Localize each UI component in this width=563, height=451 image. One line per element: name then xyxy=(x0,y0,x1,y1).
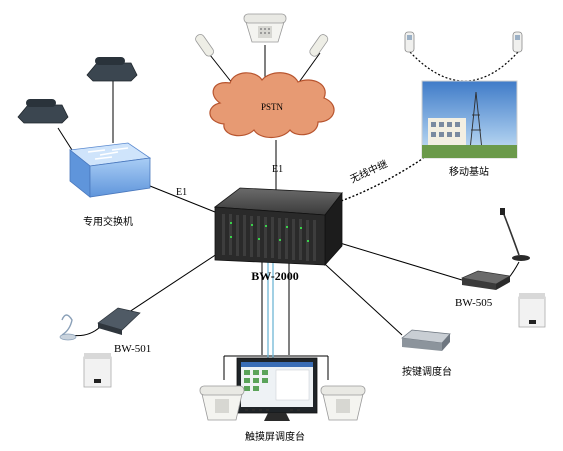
link-mic-bw501 xyxy=(69,326,101,337)
bw505-device: BW-505 xyxy=(455,270,512,309)
pstn-cloud: PSTN xyxy=(209,72,335,139)
touch-console-phone-right xyxy=(320,385,366,421)
fiber-links xyxy=(267,262,274,358)
bw2000-label: BW-2000 xyxy=(251,269,299,283)
touch-screen-monitor: 触摸屏调度台 xyxy=(236,357,318,443)
bw2000-chassis: BW-2000 xyxy=(213,187,343,283)
base-station-photo: 移动基站 xyxy=(421,80,518,178)
key-console-device: 按键调度台 xyxy=(401,329,452,378)
pstn-cordless-phone-right xyxy=(309,34,329,57)
link-core-bw505 xyxy=(329,239,463,281)
pstn-cordless-phone-left xyxy=(195,34,214,57)
pbx-phone-top xyxy=(86,57,138,82)
pbx-switch: 专用交换机 xyxy=(69,142,152,228)
key-console-label: 按键调度台 xyxy=(402,365,452,378)
pstn-link-label: E1 xyxy=(272,164,283,175)
link-phone-pbx-b xyxy=(57,127,73,151)
mobile-handset-left-icon xyxy=(404,31,415,53)
link-pbx-core xyxy=(139,181,226,217)
bw505-speaker-icon xyxy=(518,293,546,328)
bw505-gooseneck-mic-icon xyxy=(500,208,530,261)
bw501-label: BW-501 xyxy=(114,343,151,355)
link-wireless xyxy=(329,154,429,206)
link-core-bw501 xyxy=(119,247,227,319)
link-core-key xyxy=(314,254,403,336)
connections xyxy=(57,45,520,380)
pstn-label: PSTN xyxy=(261,102,284,112)
bw501-device: BW-501 xyxy=(97,307,151,355)
touch-console-phone-left xyxy=(199,385,245,421)
wireless-arc xyxy=(409,51,519,82)
pstn-desk-phone xyxy=(243,13,287,43)
bw501-mic-icon xyxy=(59,314,77,341)
pbx-link-label: E1 xyxy=(176,187,187,198)
bw501-speaker-icon xyxy=(83,353,112,388)
pbx-label: 专用交换机 xyxy=(83,215,133,228)
touch-console-label: 触摸屏调度台 xyxy=(245,430,305,443)
wireless-link-label: 无线中继 xyxy=(348,157,390,186)
mobile-handset-right-icon xyxy=(512,31,523,53)
bw505-label: BW-505 xyxy=(455,297,493,309)
base-station-label: 移动基站 xyxy=(449,165,489,178)
pbx-phone-left xyxy=(17,99,69,124)
